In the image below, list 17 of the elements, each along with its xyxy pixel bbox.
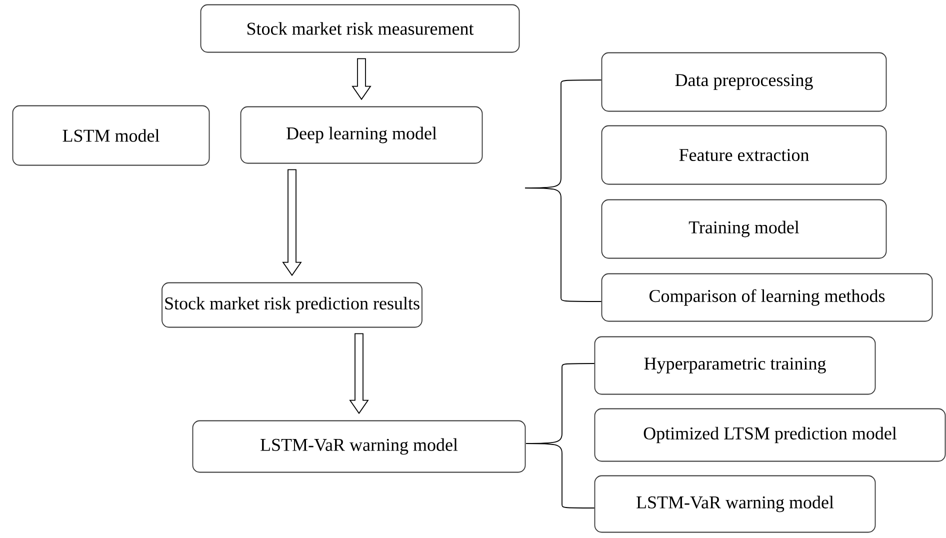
process-box: Optimized LTSM prediction model [594, 408, 946, 462]
process-box: Data preprocessing [601, 52, 887, 112]
process-box: Stock market risk measurement [200, 4, 520, 53]
process-box: Hyperparametric training [594, 336, 876, 395]
process-box: LSTM-VaR warning model [192, 420, 526, 473]
brace-line [524, 188, 602, 302]
brace-line [526, 443, 595, 508]
hollow-arrow [282, 169, 302, 276]
process-box: LSTM model [12, 105, 210, 166]
process-box: Training model [601, 199, 887, 259]
process-box: LSTM-VaR warning model [594, 475, 876, 533]
process-box: Deep learning model [240, 106, 483, 164]
hollow-arrow [352, 58, 372, 100]
process-box: Comparison of learning methods [601, 273, 933, 322]
process-box: Stock market risk prediction results [162, 282, 422, 328]
process-box: Feature extraction [601, 125, 887, 185]
hollow-arrow [349, 333, 369, 414]
